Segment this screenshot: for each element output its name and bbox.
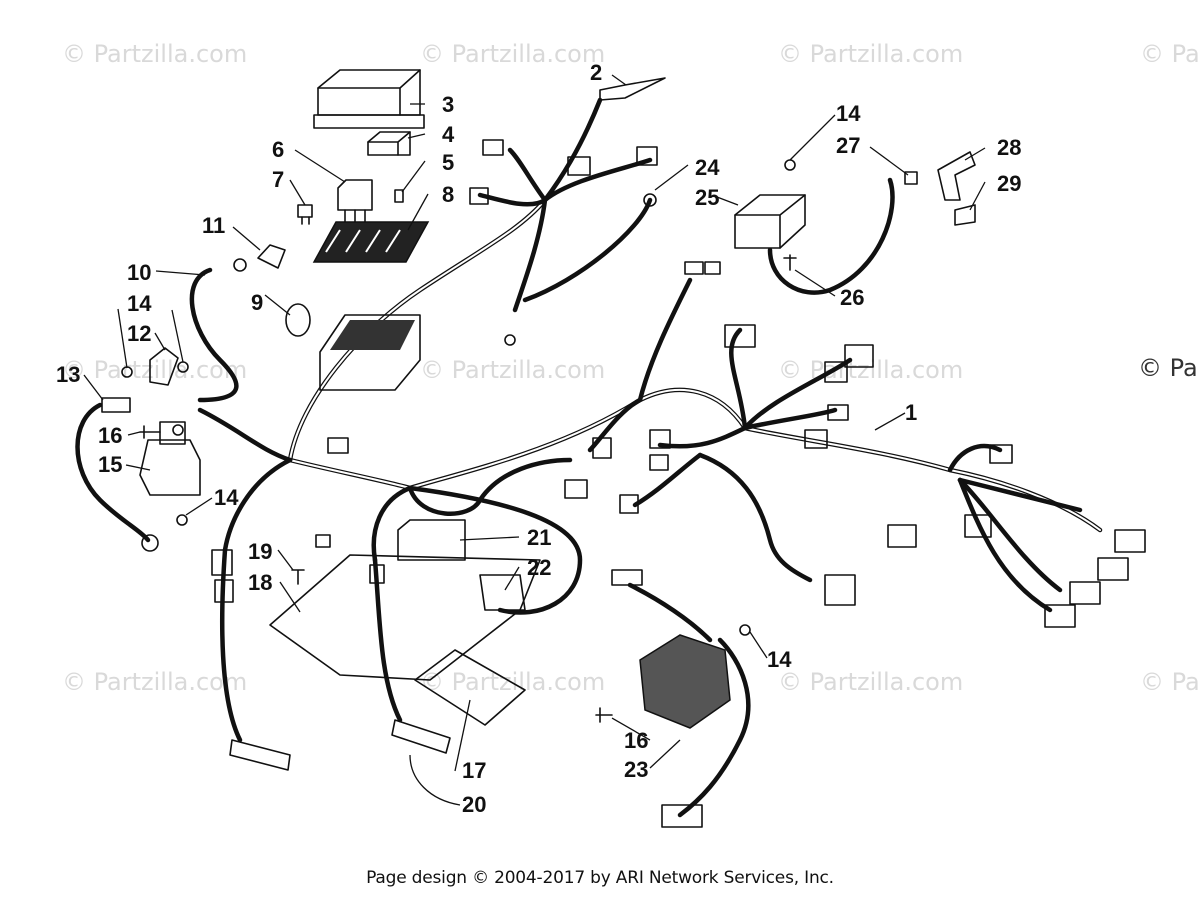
ring-terminals [141, 193, 657, 552]
callout-4: 4 [442, 122, 455, 147]
watermark: © Partzilla.com [420, 40, 605, 68]
fuse-block [319, 314, 421, 391]
callout-numbers: 1 2 3 4 5 6 7 8 9 10 11 12 13 14 14 14 1… [56, 60, 1021, 817]
callout-18: 18 [248, 570, 272, 595]
watermark: © Partzilla.com [62, 356, 247, 384]
battery-cables [75, 267, 293, 543]
screw-26 [783, 254, 797, 271]
watermark: © Partzilla.com [420, 356, 605, 384]
boot-12 [149, 347, 179, 386]
callout-14: 14 [836, 101, 861, 126]
callout-28: 28 [997, 135, 1021, 160]
callout-5: 5 [442, 150, 454, 175]
callout-8: 8 [442, 182, 454, 207]
connectors [211, 139, 1146, 628]
callout-7: 7 [272, 167, 284, 192]
cable-25 [767, 171, 918, 295]
circuit-board [312, 221, 430, 263]
callout-2: 2 [590, 60, 602, 85]
wire-clip [285, 303, 311, 337]
callout-14: 14 [767, 647, 792, 672]
cap-29 [954, 204, 976, 226]
callout-24: 24 [695, 155, 720, 180]
callout-21: 21 [527, 525, 551, 550]
label-17 [414, 649, 526, 726]
callout-10: 10 [127, 260, 151, 285]
screw-16 [139, 425, 161, 439]
callout-14: 14 [214, 485, 239, 510]
screw-19 [291, 569, 305, 585]
callout-25: 25 [695, 185, 719, 210]
fuse-7 [297, 204, 313, 225]
callout-13: 13 [56, 362, 80, 387]
callout-14: 14 [127, 291, 152, 316]
callout-22: 22 [527, 555, 551, 580]
sensor-20 [229, 719, 451, 771]
sensor-2 [599, 77, 666, 101]
callout-15: 15 [98, 452, 122, 477]
connector-22 [479, 574, 526, 611]
terminal-boot [257, 244, 286, 269]
main-harness [219, 97, 1103, 743]
watermark: © Partzilla.com [1140, 668, 1200, 696]
module-25 [734, 194, 806, 249]
callout-26: 26 [840, 285, 864, 310]
bracket-13 [101, 397, 131, 413]
callout-9: 9 [251, 290, 263, 315]
watermark: © Partzilla.com [778, 356, 963, 384]
watermark: © Partzilla.com [778, 668, 963, 696]
watermark: © Partzilla.com [62, 40, 247, 68]
callout-17: 17 [462, 758, 486, 783]
watermark: © Partzilla.com [778, 40, 963, 68]
regulator-23 [611, 569, 751, 828]
watermark: © Pa [1138, 354, 1198, 382]
callout-23: 23 [624, 757, 648, 782]
page-footer: Page design © 2004-2017 by ARI Network S… [366, 868, 834, 888]
starter-solenoid [139, 421, 201, 496]
callout-1: 1 [905, 400, 917, 425]
callout-20: 20 [462, 792, 486, 817]
watermark: © Partzilla.com [62, 668, 247, 696]
relay-21 [397, 519, 466, 561]
callout-3: 3 [442, 92, 454, 117]
callout-12: 12 [127, 321, 151, 346]
callout-29: 29 [997, 171, 1021, 196]
relay-6 [337, 179, 373, 223]
screw-16b [595, 707, 613, 723]
callout-27: 27 [836, 133, 860, 158]
callout-16: 16 [98, 423, 122, 448]
fuse-box-cover [313, 69, 425, 129]
relay-4 [367, 131, 411, 156]
fuse-5 [394, 189, 404, 203]
watermark: © Par [1140, 40, 1200, 68]
mounting-plate [269, 554, 541, 681]
callout-6: 6 [272, 137, 284, 162]
elbow-28 [937, 151, 976, 201]
callout-16: 16 [624, 728, 648, 753]
callout-19: 19 [248, 539, 272, 564]
leader-lines [83, 74, 986, 806]
callout-11: 11 [202, 213, 225, 238]
watermark-layer: © Partzilla.com © Partzilla.com © Partzi… [62, 40, 1200, 696]
